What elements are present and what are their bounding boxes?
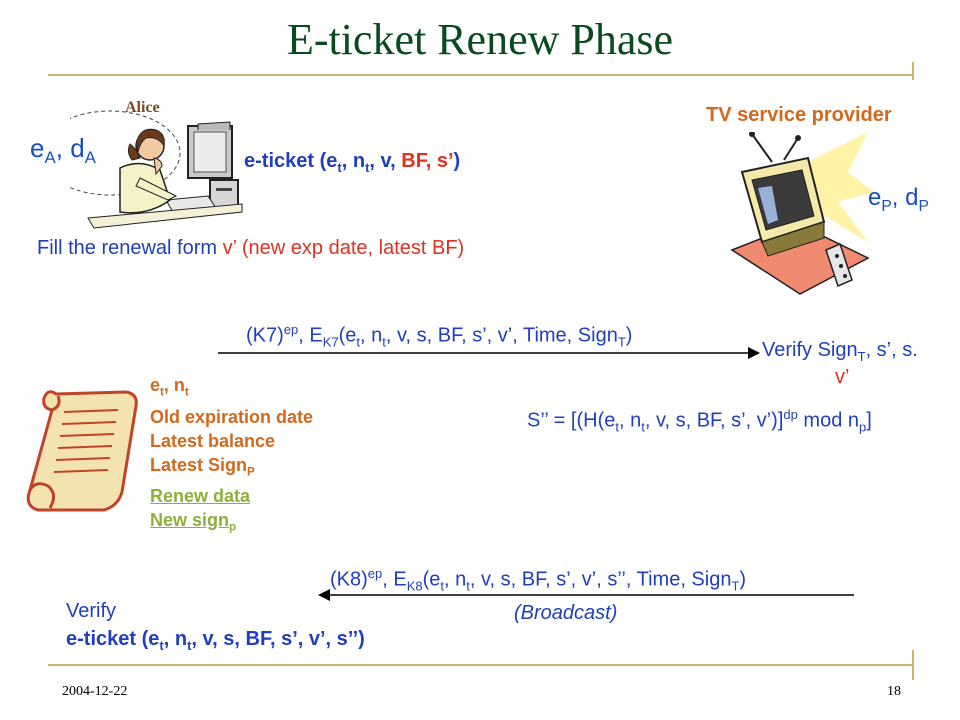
va-sub1: t (159, 638, 164, 653)
provider-verify-sub: T (857, 349, 866, 364)
provider-key-sep: , d (891, 184, 919, 211)
alice-key-sep: , d (55, 133, 85, 163)
message-k8: (K8)ep, EK8(et, nt, v, s, BF, s’, v’, s’… (330, 566, 746, 594)
alice-key-e: e (30, 133, 45, 163)
tv-provider-label: TV service provider (706, 104, 892, 126)
item1-sub1: t (160, 385, 164, 399)
k7-sup1: ep (283, 322, 299, 337)
broadcast-label: (Broadcast) (514, 602, 618, 624)
arrow-to-alice (318, 589, 854, 601)
s-p3: , v, s, BF, s’, v’)] (644, 409, 784, 432)
tv-illustration (730, 132, 874, 295)
list-item: Old expiration date (150, 406, 314, 427)
list-item: Latest balance (150, 430, 276, 451)
alice-verify-block: Verify e-ticket (et, nt, v, s, BF, s’, v… (66, 597, 365, 660)
item4-sub: P (247, 465, 255, 479)
item1-a: e (150, 375, 161, 395)
k8-sub4: T (731, 578, 740, 594)
k7-p3: (e (338, 324, 357, 347)
eticket-plain: , v, (369, 150, 402, 172)
list-item: Renew data (150, 486, 251, 507)
eticket-label: e-ticket (et, nt, v, BF, s’) (244, 150, 460, 175)
dashed-ellipse (70, 110, 181, 196)
s-p4: mod n (797, 409, 860, 432)
alice-label: Alice (125, 99, 160, 116)
provider-keys: eP, dP (868, 184, 929, 216)
k8-p4: , n (444, 568, 467, 591)
item6-a: New sign (150, 510, 230, 531)
k7-p2: , E (298, 324, 323, 347)
s-p1: S’’ = [(H(e (527, 409, 616, 432)
list-item: Latest SignP (150, 453, 313, 485)
k7-sub1: K7 (322, 334, 339, 350)
k7-p1: (K7) (246, 324, 284, 347)
k7-p5: , v, s, BF, s’, v’, Time, Sign (385, 324, 618, 347)
k7-p4: , n (360, 324, 383, 347)
provider-verify-text: Verify SignT, s’, s. (762, 339, 918, 364)
bottom-rule (48, 664, 914, 666)
item4-a: Latest Sign (150, 454, 248, 475)
k8-p6: ) (739, 568, 747, 591)
eticket-nt-sub: t (365, 160, 370, 175)
fill-form-text: Fill the renewal form v’ (new exp date, … (37, 237, 464, 260)
provider-key-e-sub: P (881, 197, 892, 215)
eticket-prefix: e-ticket (e (244, 150, 338, 172)
fill-form-red: v’ (new exp date, latest BF) (222, 237, 465, 259)
fill-form-blue: Fill the renewal form (37, 237, 223, 259)
va-c: , v, s, BF, s’, v’, s’’) (191, 628, 365, 650)
k8-p2: , E (382, 568, 407, 591)
message-k7: (K7)ep, EK7(et, nt, v, s, BF, s’, v’, Ti… (246, 322, 632, 350)
alice-key-e-sub: A (44, 148, 56, 168)
item1-b: , n (163, 375, 185, 395)
provider-key-e: e (868, 184, 882, 211)
s-p5: ] (866, 409, 872, 432)
top-rule-tick (912, 62, 914, 80)
list-item: New signp (150, 510, 236, 534)
eticket-mid: , n (341, 150, 366, 172)
footer-date: 2004-12-22 (62, 684, 128, 699)
va-sub2: t (187, 638, 192, 653)
s-sub3: p (859, 419, 867, 435)
list-item: et, nt (150, 373, 313, 405)
k7-p6: ) (625, 324, 633, 347)
k8-sup1: ep (367, 566, 383, 581)
item6-sub: p (229, 520, 237, 534)
s-sub2: t (641, 419, 645, 435)
top-rule (48, 74, 914, 76)
alice-verify-eticket: e-ticket (et, nt, v, s, BF, s’, v’, s’’) (66, 625, 365, 660)
k7-sub4: T (617, 334, 626, 350)
footer-page-number: 18 (887, 684, 901, 699)
alice-verify-heading: Verify (66, 600, 117, 622)
k8-sub2: t (440, 578, 445, 594)
s-sup1: dp (783, 407, 798, 422)
scroll-icon (26, 390, 138, 512)
alice-keys: eA, dA (30, 133, 96, 168)
eticket-close: ) (453, 150, 461, 172)
alice-key-d-sub: A (84, 148, 96, 168)
s-double-formula: S’’ = [(H(et, nt, v, s, BF, s’, v’)]dp m… (527, 407, 872, 435)
k8-p5: , v, s, BF, s’, v’, s’’, Time, Sign (469, 568, 732, 591)
alice-computer-illustration (70, 110, 243, 229)
k8-sub3: t (466, 578, 470, 594)
bottom-rule-tick (912, 650, 914, 680)
provider-verify-a: Verify Sign (762, 339, 858, 361)
k8-sub1: K8 (406, 578, 423, 594)
k7-sub3: t (382, 334, 386, 350)
va-a: e-ticket (e (66, 628, 160, 650)
slide-title: E-ticket Renew Phase (286, 15, 674, 64)
va-b: , n (163, 628, 188, 650)
item1-sub2: t (184, 385, 189, 399)
k7-sub2: t (356, 334, 361, 350)
k8-p1: (K8) (330, 568, 368, 591)
provider-key-d-sub: P (918, 197, 929, 215)
eticket-et-sub: t (337, 160, 342, 175)
provider-verify-b: , s’, s. (865, 339, 918, 361)
provider-verify-v: v’ (835, 366, 850, 388)
k8-p3: (e (422, 568, 441, 591)
eticket-red: BF, s’ (401, 150, 454, 172)
ticket-contents-list: et, nt Old expiration date Latest balanc… (150, 373, 313, 540)
s-sub1: t (615, 419, 619, 435)
arrow-to-provider (218, 347, 760, 359)
s-p2: , n (618, 409, 642, 432)
